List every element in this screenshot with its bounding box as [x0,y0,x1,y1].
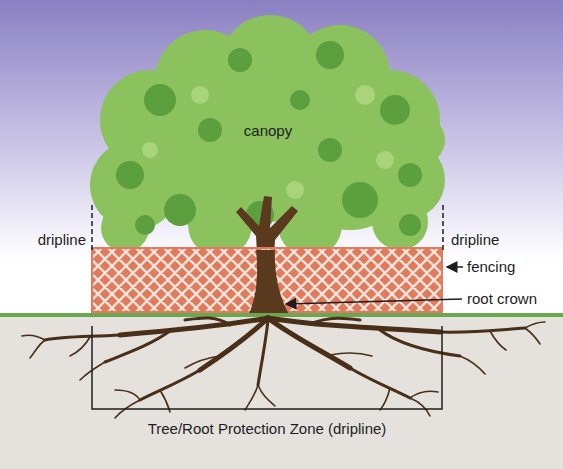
leader-lines [286,267,463,304]
dripline-mark [92,205,443,250]
part-label: root crown [467,290,537,308]
ground [0,316,563,469]
part-label: dripline [38,231,86,249]
protection-zone-bracket [92,326,442,409]
ground-line [0,313,563,317]
roots [22,318,545,418]
zone-label: Tree/Root Protection Zone (dripline) [148,420,387,438]
part-label: dripline [451,231,499,249]
part-label: canopy [244,122,292,140]
part-label: fencing [467,258,515,276]
